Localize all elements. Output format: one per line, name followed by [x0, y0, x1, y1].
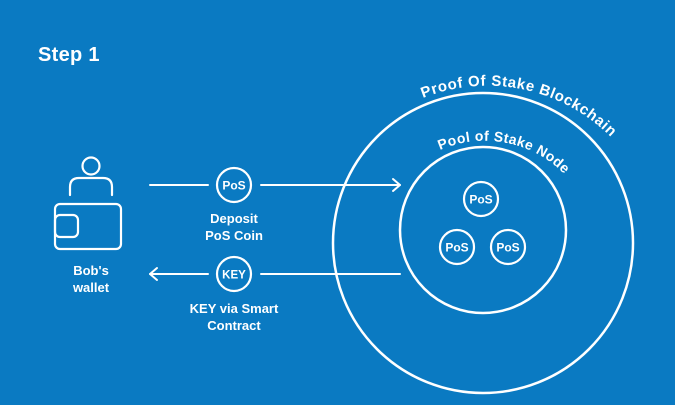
wallet-label-line: wallet: [72, 280, 110, 295]
wallet-label-line: Bob's: [73, 263, 109, 278]
wallet-label: Bob's wallet: [58, 262, 124, 296]
step-title: Step 1: [38, 44, 100, 66]
key-caption-line: Contract: [207, 318, 261, 333]
svg-text:PoS: PoS: [469, 193, 492, 207]
pool-pos-badge: PoS: [438, 228, 476, 266]
svg-text:PoS: PoS: [445, 241, 468, 255]
deposit-caption-line: Deposit: [210, 211, 258, 226]
blockchain-ring-label: Proof Of Stake Blockchain: [418, 73, 620, 141]
deposit-pos-badge: PoS: [215, 166, 253, 204]
key-return-arrow: [149, 267, 401, 281]
key-badge: KEY: [215, 255, 253, 293]
deposit-caption-line: PoS Coin: [205, 228, 263, 243]
key-caption-line: KEY via Smart: [189, 301, 279, 316]
svg-text:PoS: PoS: [222, 179, 245, 193]
stake-pool-ring: [398, 145, 568, 315]
pool-pos-badge: PoS: [462, 180, 500, 218]
deposit-arrow: [149, 178, 401, 192]
deposit-caption: Deposit PoS Coin: [179, 210, 289, 244]
wallet-icon: [53, 202, 123, 251]
svg-text:PoS: PoS: [496, 241, 519, 255]
person-icon: [68, 156, 114, 197]
blockchain-ring: [331, 91, 635, 395]
key-caption: KEY via Smart Contract: [169, 300, 299, 334]
pool-pos-badge: PoS: [489, 228, 527, 266]
svg-text:KEY: KEY: [222, 270, 246, 282]
